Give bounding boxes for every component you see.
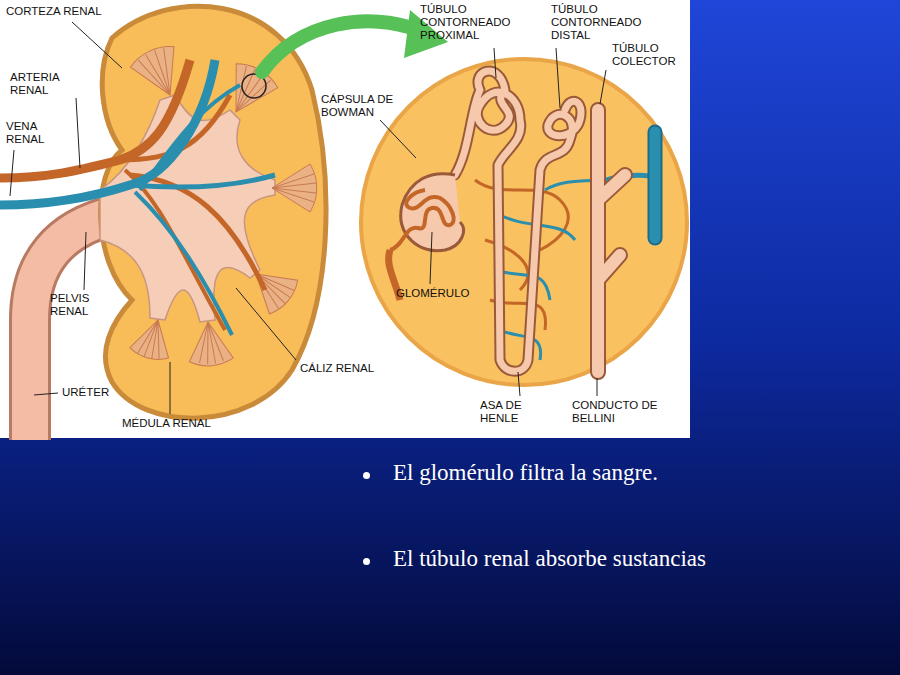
part-label: VENA RENAL [6, 120, 66, 146]
part-label: CORTEZA RENAL [6, 5, 126, 18]
part-label: TÚBULO CONTORNEADO DISTAL [551, 3, 651, 42]
part-label: MÉDULA RENAL [122, 417, 232, 430]
bullet-text: El túbulo renal absorbe sustancias [393, 546, 706, 572]
part-label: PELVIS RENAL [50, 292, 110, 318]
bullet-text: El glomérulo filtra la sangre. [393, 460, 658, 486]
part-label: CONDUCTO DE BELLINI [572, 399, 672, 425]
part-label: CÁPSULA DE BOWMAN [321, 93, 407, 119]
bullet-dot [363, 472, 370, 479]
part-label: URÉTER [62, 386, 142, 399]
part-label: CÁLIZ RENAL [300, 362, 400, 375]
part-label: ASA DE HENLE [480, 399, 540, 425]
bullet-dot [363, 558, 370, 565]
part-label: ARTERIA RENAL [10, 71, 80, 97]
part-label: TÚBULO COLECTOR [612, 42, 686, 68]
part-label: TÚBULO CONTORNEADO PROXIMAL [420, 3, 520, 42]
part-label: GLOMÉRULO [396, 287, 486, 300]
